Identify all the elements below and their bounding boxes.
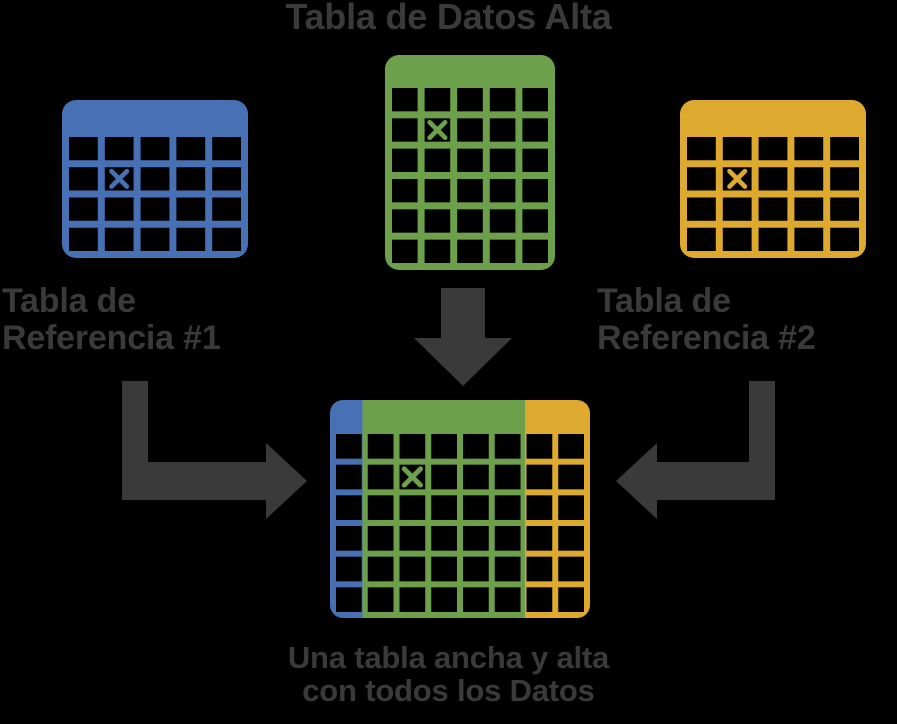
arrow-down-data-to-combined (414, 288, 512, 386)
arrow-elbow-ref2-to-combined (616, 381, 775, 519)
table-reference-1[interactable] (62, 100, 248, 258)
table-combined[interactable] (330, 400, 591, 618)
table-reference-1-body (62, 100, 248, 258)
label-table-reference-1: Tabla de Referencia #1 (2, 282, 221, 357)
arrow-elbow-ref1-to-combined (122, 381, 307, 519)
table-combined-marked-cell-x (401, 466, 423, 488)
table-reference-2[interactable] (680, 100, 866, 258)
diagram-caption: Una tabla ancha y alta con todos los Dat… (287, 640, 610, 709)
table-data-tall-marked-cell-x (427, 119, 448, 141)
label-table-reference-2: Tabla de Referencia #2 (597, 282, 816, 357)
table-reference-2-marked-cell-x (727, 168, 748, 189)
table-data-tall-body (385, 55, 555, 270)
table-reference-2-body (680, 100, 866, 258)
table-reference-1-marked-cell-x (109, 168, 130, 189)
table-data-tall[interactable] (385, 55, 555, 270)
diagram-title: Tabla de Datos Alta (285, 0, 612, 37)
